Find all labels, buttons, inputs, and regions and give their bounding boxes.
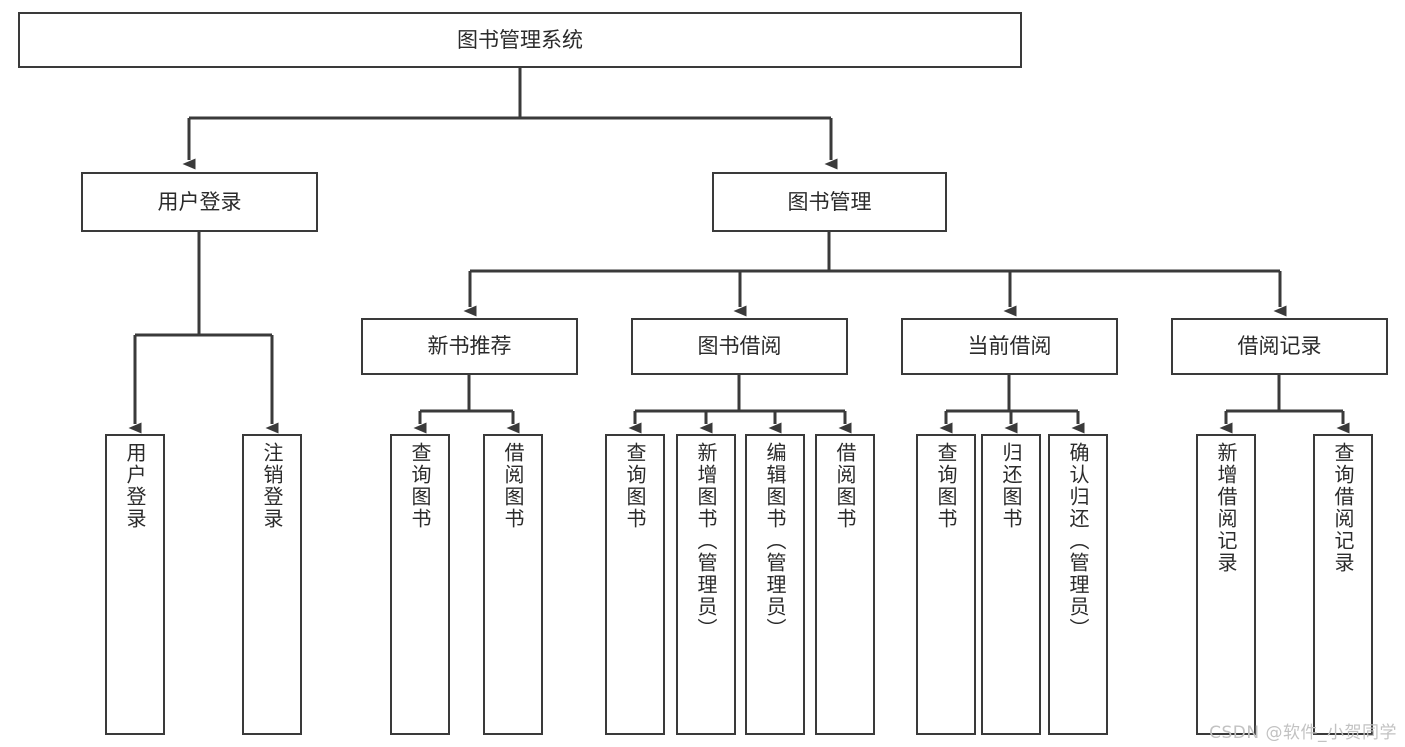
leaf-user-login-signin-label: 用户登录 bbox=[123, 442, 147, 530]
node-borrow-record-label: 借阅记录 bbox=[1237, 334, 1322, 359]
node-new-book-recommend-label: 新书推荐 bbox=[427, 334, 512, 359]
leaf-current-query-book-label: 查询图书 bbox=[934, 442, 958, 530]
node-book-borrow-label: 图书借阅 bbox=[697, 334, 782, 359]
leaf-record-add-label: 新增借阅记录 bbox=[1214, 442, 1238, 574]
node-new-book-recommend[interactable]: 新书推荐 bbox=[361, 318, 578, 375]
leaf-new-book-borrow-label: 借阅图书 bbox=[501, 442, 525, 530]
leaf-borrow-edit-book-label: 编辑图书（管理员） bbox=[763, 442, 787, 640]
leaf-new-book-query[interactable]: 查询图书 bbox=[390, 434, 450, 735]
node-borrow-record[interactable]: 借阅记录 bbox=[1171, 318, 1388, 375]
leaf-record-add[interactable]: 新增借阅记录 bbox=[1196, 434, 1256, 735]
node-book-borrow[interactable]: 图书借阅 bbox=[631, 318, 848, 375]
node-user-login[interactable]: 用户登录 bbox=[81, 172, 318, 232]
node-current-borrow-label: 当前借阅 bbox=[967, 334, 1052, 359]
leaf-borrow-edit-book[interactable]: 编辑图书（管理员） bbox=[745, 434, 805, 735]
leaf-user-login-signout[interactable]: 注销登录 bbox=[242, 434, 302, 735]
leaf-current-return-book[interactable]: 归还图书 bbox=[981, 434, 1041, 735]
leaf-current-query-book[interactable]: 查询图书 bbox=[916, 434, 976, 735]
leaf-current-confirm-return-label: 确认归还（管理员） bbox=[1066, 442, 1090, 640]
node-root-label: 图书管理系统 bbox=[457, 27, 583, 52]
leaf-record-query[interactable]: 查询借阅记录 bbox=[1313, 434, 1373, 735]
leaf-borrow-query-book[interactable]: 查询图书 bbox=[605, 434, 665, 735]
leaf-borrow-add-book[interactable]: 新增图书（管理员） bbox=[676, 434, 736, 735]
node-user-login-label: 用户登录 bbox=[157, 189, 242, 214]
node-book-management[interactable]: 图书管理 bbox=[712, 172, 947, 232]
node-current-borrow[interactable]: 当前借阅 bbox=[901, 318, 1118, 375]
node-book-management-label: 图书管理 bbox=[787, 189, 872, 214]
leaf-borrow-add-book-label: 新增图书（管理员） bbox=[694, 442, 718, 640]
leaf-borrow-query-book-label: 查询图书 bbox=[623, 442, 647, 530]
leaf-current-return-book-label: 归还图书 bbox=[999, 442, 1023, 530]
leaf-record-query-label: 查询借阅记录 bbox=[1331, 442, 1355, 574]
leaf-current-confirm-return[interactable]: 确认归还（管理员） bbox=[1048, 434, 1108, 735]
leaf-borrow-borrow-book[interactable]: 借阅图书 bbox=[815, 434, 875, 735]
leaf-new-book-borrow[interactable]: 借阅图书 bbox=[483, 434, 543, 735]
leaf-user-login-signout-label: 注销登录 bbox=[260, 442, 284, 530]
leaf-borrow-borrow-book-label: 借阅图书 bbox=[833, 442, 857, 530]
leaf-user-login-signin[interactable]: 用户登录 bbox=[105, 434, 165, 735]
node-root[interactable]: 图书管理系统 bbox=[18, 12, 1022, 68]
leaf-new-book-query-label: 查询图书 bbox=[408, 442, 432, 530]
